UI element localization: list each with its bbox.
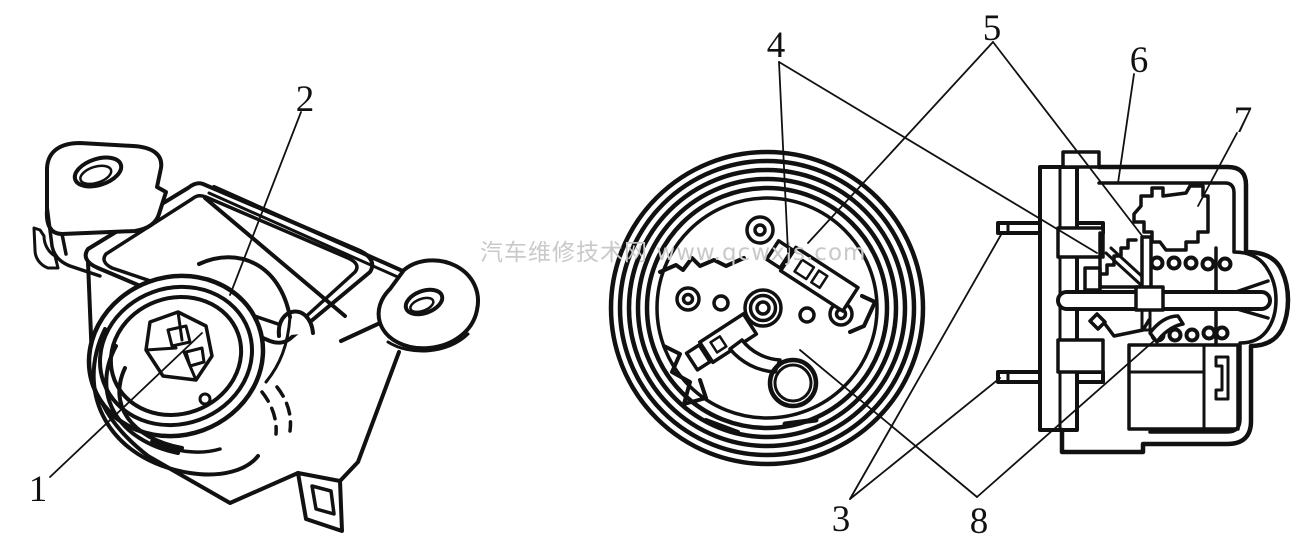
callout-8: 8 [970,501,989,542]
section-view [996,150,1291,455]
leader-2 [229,111,302,296]
callout-labels: 1 2 3 4 5 6 7 8 [29,8,1253,542]
callout-1: 1 [29,469,48,510]
callout-5: 5 [983,8,1002,49]
mounting-ear-right [339,258,480,353]
leader-3a [849,232,1003,500]
leader-1 [49,332,203,478]
callout-6: 6 [1130,40,1149,81]
mounting-ear-left [32,141,168,278]
leader-4b [778,61,1098,254]
ear-hole [72,155,124,189]
wire-arc [91,327,260,477]
leader-8a [799,349,978,498]
dashed-wire [260,390,278,436]
coil [86,255,293,477]
shaft-block [1134,285,1165,312]
bracket-arm [203,185,407,318]
leader-5a [807,41,994,244]
callout-3: 3 [832,499,851,540]
plate-edges [658,256,877,434]
callout-2: 2 [296,79,315,120]
connector-tab [296,471,344,533]
plate-rivets [675,215,854,328]
capacitor [767,357,819,409]
coil-bobbin [1127,343,1240,431]
perspective-view [32,141,480,533]
fixed-contact-bracket [1132,184,1210,252]
leader-6 [1117,73,1135,184]
front-view [608,149,926,467]
socket [144,310,214,406]
leader-5b [992,41,1144,238]
screw [745,215,775,245]
watermark-text: 汽车维修技术网 www.qcwxjs.com [480,240,866,266]
callout-7: 7 [1234,100,1253,141]
leader-7 [1197,132,1238,207]
leader-4a [778,61,789,253]
housing-rings [608,149,926,467]
leader-3b [849,377,1001,500]
leader-8b [976,339,1156,498]
ear-hole [403,287,445,317]
upper-contact [764,239,860,313]
plate-cap [1061,150,1101,169]
callout-leaders [49,41,1238,500]
contact-spring [1088,312,1185,344]
callout-4: 4 [767,25,786,66]
hook-tab [32,226,60,270]
center-boss [743,288,783,328]
